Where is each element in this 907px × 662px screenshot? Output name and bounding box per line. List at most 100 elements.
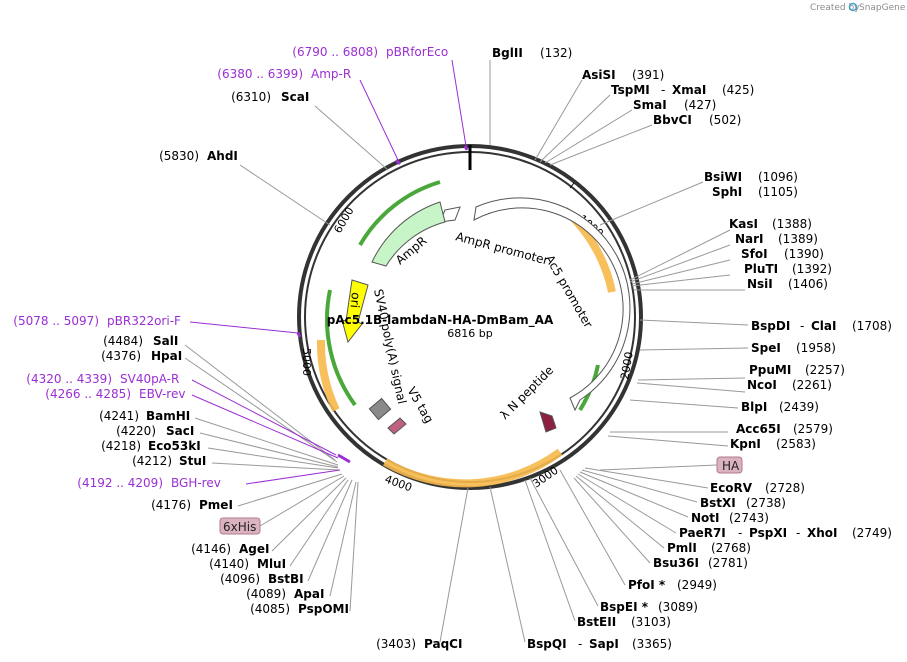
svg-text:(6310): (6310) bbox=[231, 90, 271, 104]
svg-text:PaqCI: PaqCI bbox=[424, 637, 462, 651]
svg-text:PluTI: PluTI bbox=[744, 262, 778, 276]
tick-5000: 5000 bbox=[300, 348, 313, 376]
ampr-promoter-label: AmpR promoter bbox=[454, 229, 550, 267]
svg-text:BGH-rev: BGH-rev bbox=[171, 476, 221, 490]
site-smai[interactable]: SmaI(427) bbox=[633, 98, 716, 112]
tag-6xhis[interactable]: 6xHis bbox=[219, 517, 261, 535]
site-bamhi[interactable]: (4241)BamHI bbox=[99, 409, 190, 423]
site-bstxi[interactable]: BstXI(2738) bbox=[700, 496, 786, 510]
site-acc65i[interactable]: Acc65I(2579) bbox=[736, 422, 833, 436]
svg-text:pBR322ori-F: pBR322ori-F bbox=[107, 314, 181, 328]
svg-text:(1105): (1105) bbox=[758, 185, 798, 199]
tag-ha[interactable]: HA bbox=[716, 456, 743, 474]
svg-text:pBRforEco: pBRforEco bbox=[386, 45, 448, 59]
primer-pbr322ori-f[interactable]: (5078 .. 5097)pBR322ori-F bbox=[13, 314, 181, 328]
site-blpi[interactable]: BlpI(2439) bbox=[741, 400, 819, 414]
svg-text:(3403): (3403) bbox=[376, 637, 416, 651]
svg-text:AgeI: AgeI bbox=[239, 542, 269, 556]
site-bspei[interactable]: BspEI *(3089) bbox=[600, 600, 698, 614]
svg-text:-: - bbox=[796, 526, 800, 540]
svg-text:BstXI: BstXI bbox=[700, 496, 736, 510]
site-bsu36i[interactable]: Bsu36I(2781) bbox=[653, 556, 748, 570]
site-hpai[interactable]: (4376)HpaI bbox=[101, 349, 182, 363]
svg-text:-: - bbox=[800, 319, 804, 333]
site-pmei[interactable]: (4176)PmeI bbox=[151, 498, 233, 512]
green-arrow-left bbox=[325, 289, 357, 407]
site-sali[interactable]: (4484)SalI bbox=[103, 334, 178, 348]
svg-text:(425): (425) bbox=[722, 83, 754, 97]
svg-text:KasI: KasI bbox=[729, 217, 758, 231]
site-kasi[interactable]: KasI(1388) bbox=[729, 217, 812, 231]
site-kpni[interactable]: KpnI(2583) bbox=[730, 437, 816, 451]
svg-text:BsiWI: BsiWI bbox=[704, 170, 742, 184]
site-ncoi[interactable]: NcoI(2261) bbox=[747, 378, 832, 392]
primer-pbrforeco[interactable]: (6790 .. 6808)pBRforEco bbox=[292, 45, 448, 59]
svg-text:(4241): (4241) bbox=[99, 409, 139, 423]
site-bbvci[interactable]: BbvCI(502) bbox=[653, 113, 741, 127]
site-sphi[interactable]: SphI(1105) bbox=[712, 185, 798, 199]
svg-text:BspDI: BspDI bbox=[751, 319, 790, 333]
site-saci[interactable]: (4220)SacI bbox=[116, 424, 194, 438]
svg-text:EBV-rev: EBV-rev bbox=[139, 387, 185, 401]
primer-ebv-rev[interactable]: (4266 .. 4285)EBV-rev bbox=[45, 387, 185, 401]
svg-text:(2749): (2749) bbox=[852, 526, 892, 540]
primer-bgh-rev[interactable]: (4192 .. 4209)BGH-rev bbox=[77, 476, 221, 490]
credit-prefix: Created by bbox=[810, 3, 860, 13]
tag-6xhis-leader bbox=[259, 475, 345, 527]
site-nari[interactable]: NarI(1389) bbox=[735, 232, 818, 246]
site-ahdi[interactable]: (5830)AhdI bbox=[159, 149, 238, 163]
svg-text:(4212): (4212) bbox=[132, 454, 172, 468]
lambda-n-label: λ N peptide bbox=[497, 363, 556, 422]
svg-text:(1096): (1096) bbox=[758, 170, 798, 184]
site-tspmi-xmai[interactable]: TspMI-XmaI(425) bbox=[611, 83, 754, 97]
site-eco53ki[interactable]: (4218)Eco53kI bbox=[101, 439, 201, 453]
svg-text:(3365): (3365) bbox=[632, 637, 672, 651]
svg-text:(1958): (1958) bbox=[796, 341, 836, 355]
site-bspdi-clai[interactable]: BspDI-ClaI (1708) bbox=[751, 319, 892, 333]
plasmid-name: pAc5.1B-lambdaN-HA-DmBam_AA bbox=[327, 313, 554, 328]
svg-text:NotI: NotI bbox=[691, 511, 720, 525]
ac5-promoter-arrow bbox=[473, 197, 631, 412]
site-sfoi[interactable]: SfoI(1390) bbox=[741, 247, 824, 261]
primer-sv40pa-r[interactable]: (4320 .. 4339)SV40pA-R bbox=[26, 372, 179, 386]
site-bsiwi[interactable]: BsiWI (1096) bbox=[704, 170, 798, 184]
site-apai[interactable]: (4089)ApaI bbox=[246, 587, 324, 601]
site-asisi[interactable]: AsiSI(391) bbox=[582, 68, 664, 82]
site-nsii[interactable]: NsiI(1406) bbox=[747, 277, 828, 291]
svg-text:(2257): (2257) bbox=[805, 363, 845, 377]
svg-text:(4085): (4085) bbox=[250, 602, 290, 616]
site-ppumi[interactable]: PpuMI(2257) bbox=[749, 363, 845, 377]
site-spei[interactable]: SpeI(1958) bbox=[751, 341, 836, 355]
site-bsteii[interactable]: BstEII(3103) bbox=[577, 615, 671, 629]
site-paer7i-pspxi-xhoi[interactable]: PaeR7I-PspXI-XhoI(2749) bbox=[679, 526, 892, 540]
svg-text:(1392): (1392) bbox=[792, 262, 832, 276]
site-pspomi[interactable]: (4085)PspOMI bbox=[250, 602, 349, 616]
site-scai[interactable]: (6310)ScaI bbox=[231, 90, 309, 104]
svg-text:(132): (132) bbox=[540, 46, 572, 60]
svg-text:(2743): (2743) bbox=[729, 511, 769, 525]
svg-text:PspXI: PspXI bbox=[749, 526, 787, 540]
site-mlui[interactable]: (4140)MluI bbox=[209, 557, 286, 571]
svg-text:KpnI: KpnI bbox=[730, 437, 761, 451]
snapgene-logo-icon bbox=[848, 2, 858, 12]
site-bspqi-sapi[interactable]: BspQI-SapI(3365) bbox=[527, 637, 672, 651]
svg-text:(2261): (2261) bbox=[792, 378, 832, 392]
site-pmli[interactable]: PmlI(2768) bbox=[667, 541, 751, 555]
site-pluti[interactable]: PluTI (1392) bbox=[744, 262, 832, 276]
svg-text:5000: 5000 bbox=[300, 348, 313, 376]
site-agei[interactable]: (4146)AgeI bbox=[191, 542, 269, 556]
svg-text:(4218): (4218) bbox=[101, 439, 141, 453]
site-ecorv[interactable]: EcoRV (2728) bbox=[710, 481, 805, 495]
site-paqci[interactable]: (3403) PaqCI bbox=[376, 637, 462, 651]
site-bglii[interactable]: BglII(132) bbox=[492, 46, 572, 60]
svg-text:(2728): (2728) bbox=[765, 481, 805, 495]
site-stui[interactable]: (4212)StuI bbox=[132, 454, 206, 468]
site-noti[interactable]: NotI (2743) bbox=[691, 511, 769, 525]
primer-amp-r[interactable]: (6380 .. 6399)Amp-R bbox=[217, 67, 351, 81]
site-bstbi[interactable]: (4096)BstBI bbox=[220, 572, 304, 586]
svg-text:EcoRV: EcoRV bbox=[710, 481, 753, 495]
svg-text:ClaI: ClaI bbox=[811, 319, 836, 333]
svg-text:SmaI: SmaI bbox=[633, 98, 667, 112]
site-pfoi[interactable]: PfoI *(2949) bbox=[628, 578, 717, 592]
svg-text:(1708): (1708) bbox=[852, 319, 892, 333]
